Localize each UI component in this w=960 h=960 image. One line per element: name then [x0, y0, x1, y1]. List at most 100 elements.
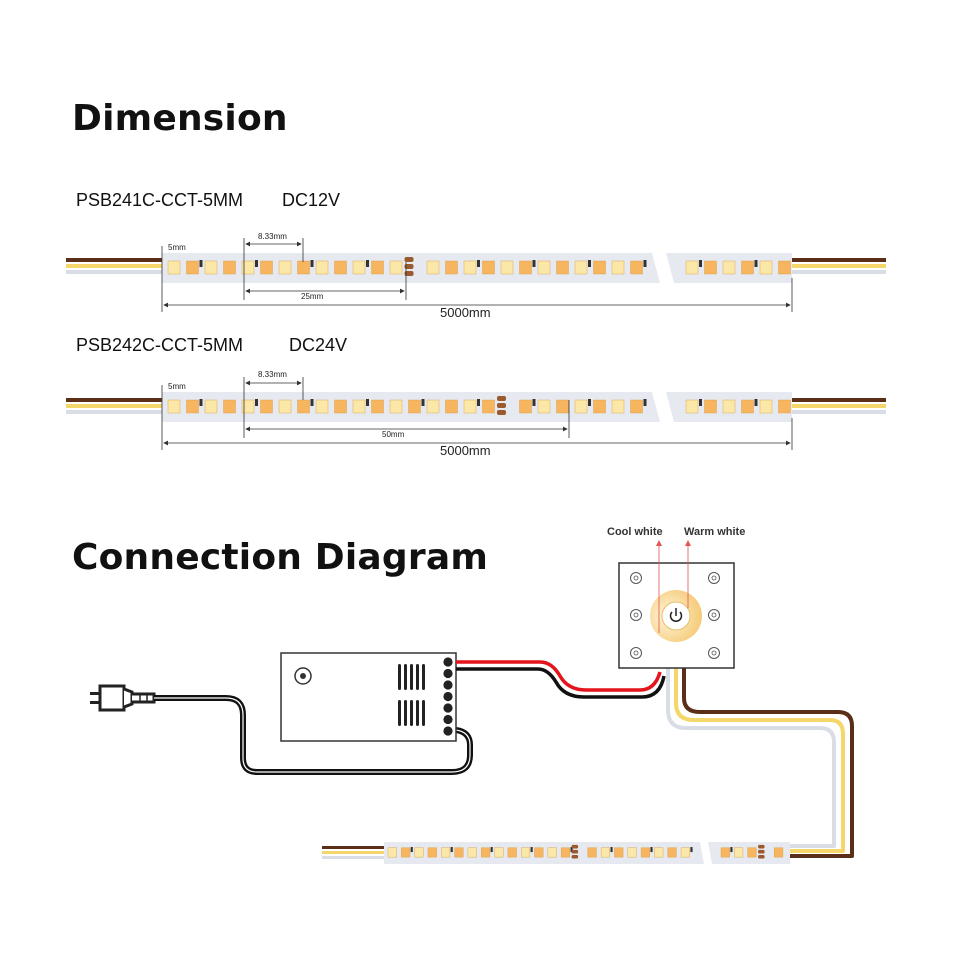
led-cool — [278, 399, 292, 414]
resistor — [754, 399, 758, 406]
resistor — [754, 260, 758, 267]
led-cool — [204, 260, 218, 275]
dimension-title: Dimension — [72, 98, 288, 139]
led-warm — [556, 260, 569, 275]
led-warm — [587, 847, 597, 858]
strip-2-model: PSB242C-CCT-5MM — [76, 335, 244, 355]
power-supply — [280, 652, 457, 742]
power-supply-vents-bottom — [398, 700, 425, 726]
resistor — [366, 399, 369, 406]
copper-cut-pad — [497, 396, 506, 415]
resistor — [730, 847, 733, 853]
cct-controller: Cool white Warm white — [607, 526, 745, 669]
strip-2-length-label: 5000mm — [440, 443, 491, 458]
strip-2-wire-yellow-left — [66, 404, 162, 408]
strip-1-wire-brown-left — [66, 258, 162, 262]
resistor — [490, 847, 493, 853]
strip-1-leds — [167, 257, 791, 276]
resistor — [450, 847, 453, 853]
resistor — [530, 847, 533, 853]
strip-2-wire-white-right — [792, 410, 886, 414]
led-cool — [315, 260, 329, 275]
led-cool — [627, 847, 637, 858]
led-warm — [778, 399, 791, 414]
led-cool — [204, 399, 218, 414]
led-warm — [519, 399, 532, 414]
copper-cut-pad — [571, 844, 579, 859]
resistor — [643, 260, 647, 267]
led-warm — [560, 847, 570, 858]
led-warm — [371, 399, 384, 414]
strip-1: 5mm 8.33mm 25mm 5000mm — [66, 232, 886, 320]
resistor — [255, 399, 258, 406]
dc-wire-red — [456, 660, 662, 692]
led-cool — [680, 847, 690, 858]
power-icon[interactable] — [669, 608, 683, 623]
strip-2-wire-white-left — [66, 410, 162, 414]
copper-cut-pad — [404, 257, 414, 276]
resistor — [532, 260, 536, 267]
strip-2-cut-label: 50mm — [382, 430, 405, 439]
resistor — [650, 847, 653, 853]
strip-1-pitch-label: 8.33mm — [258, 232, 287, 241]
led-cool — [759, 260, 773, 275]
mode-icon[interactable] — [708, 647, 720, 659]
led-warm — [534, 847, 544, 858]
led-warm — [774, 847, 784, 858]
led-warm — [667, 847, 677, 858]
led-cool — [574, 260, 588, 275]
led-warm — [401, 847, 411, 858]
bottom-strip-pcb-left — [384, 842, 704, 864]
warm-up-icon[interactable] — [708, 572, 720, 584]
led-warm — [614, 847, 624, 858]
led-cool — [426, 260, 440, 275]
led-cool — [352, 399, 366, 414]
bottom-strip — [322, 842, 790, 864]
led-warm — [427, 847, 437, 858]
led-cool — [278, 260, 292, 275]
led-warm — [223, 260, 236, 275]
led-cool — [500, 260, 514, 275]
led-warm — [704, 260, 717, 275]
led-warm — [741, 399, 754, 414]
resistor — [643, 399, 647, 406]
resistor — [588, 260, 591, 267]
bottom-strip-wire-brown — [322, 846, 384, 849]
led-cool — [611, 260, 625, 275]
bottom-strip-wire-yellow — [322, 851, 384, 854]
led-cool — [654, 847, 664, 858]
scene-1-icon[interactable] — [630, 609, 642, 621]
led-cool — [600, 847, 610, 858]
cool-up-icon[interactable] — [630, 572, 642, 584]
strip-1-width-label: 5mm — [168, 243, 186, 252]
led-warm — [297, 260, 310, 275]
strip-1-model: PSB241C-CCT-5MM — [76, 190, 244, 210]
led-warm — [260, 399, 273, 414]
plug-neck — [123, 687, 134, 709]
strip-1-cut-label: 25mm — [301, 292, 324, 301]
led-cool — [734, 847, 744, 858]
led-warm — [507, 847, 517, 858]
led-cool — [521, 847, 531, 858]
led-warm — [556, 399, 569, 414]
led-cool — [441, 847, 451, 858]
resistor — [477, 399, 480, 406]
terminal-screw — [443, 726, 453, 736]
strip-2-wire-brown-left — [66, 398, 162, 402]
led-cool — [426, 399, 440, 414]
output-wire-white — [666, 668, 836, 848]
led-cool — [537, 399, 551, 414]
connection-diagram-title: Connection Diagram — [72, 537, 489, 578]
scene-2-icon[interactable] — [708, 609, 720, 621]
led-warm — [223, 399, 236, 414]
plug-pin-bottom — [90, 701, 100, 704]
resistor — [699, 399, 702, 406]
led-cool — [389, 260, 403, 275]
led-warm — [482, 399, 495, 414]
strip-2-pitch-label: 8.33mm — [258, 370, 287, 379]
led-cool — [547, 847, 557, 858]
led-cool — [685, 399, 699, 414]
scene-3-icon[interactable] — [630, 647, 642, 659]
ac-cable-highlight — [154, 697, 471, 773]
led-warm — [260, 260, 273, 275]
